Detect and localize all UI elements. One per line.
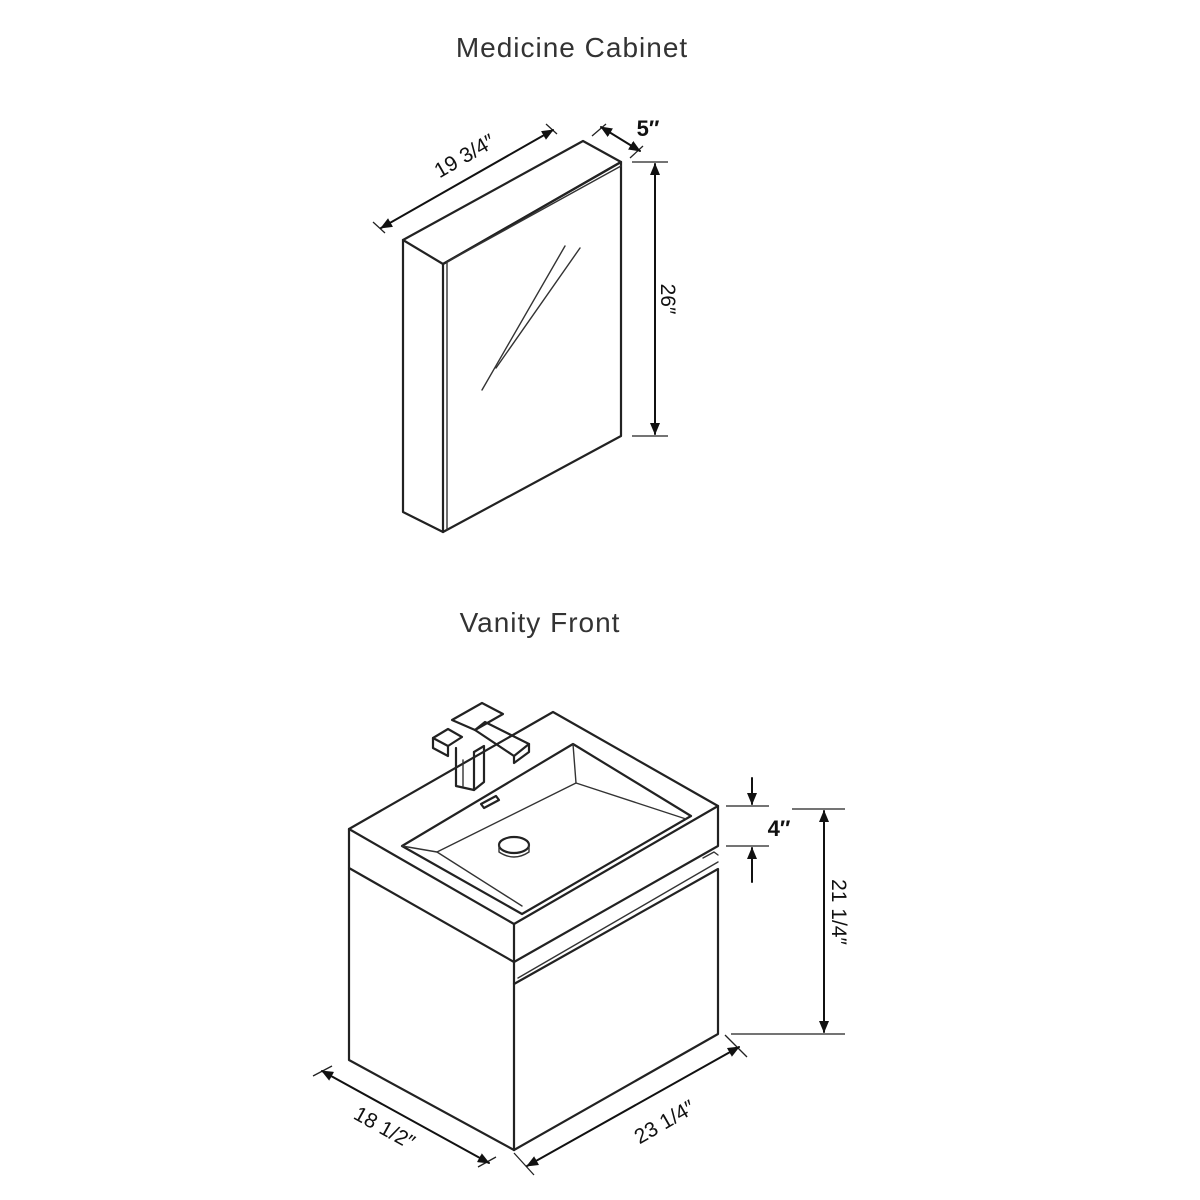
vanity-section: Vanity Front [312,607,850,1176]
vanity-depth-label: 18 1/2″ [350,1102,419,1154]
cabinet-height-label: 26″ [656,284,679,315]
cabinet-height-dimension: 26″ [632,161,679,437]
cabinet-depth-dimension-line [600,126,641,152]
vanity-height-label: 21 1/4″ [827,879,850,945]
cabinet-mirror-door [441,160,623,534]
cabinet-top-inner-edge [446,165,622,263]
vanity-countertop-top [347,710,720,926]
vanity-width-label: 23 1/4″ [630,1096,699,1149]
vanity-countertop-right-face [512,804,720,964]
sink-basin-floor-edge [575,782,687,820]
cabinet-width-dimension-line [380,129,554,229]
medicine-cabinet-section: Medicine Cabinet 19 3/4″ 5″ [372,32,688,534]
vanity-title: Vanity Front [460,607,621,638]
cabinet-depth-dimension: 5″ [591,116,660,159]
vanity-width-dimension-line [526,1046,740,1167]
overflow-icon [479,794,501,810]
vanity-top-thickness-label: 4″ [768,816,791,841]
vanity-width-dimension: 23 1/4″ [513,1034,748,1176]
mirror-reflection-line [495,247,581,369]
vanity-height-dimension: 21 1/4″ [731,808,850,1035]
vanity-body [347,701,720,1152]
medicine-cabinet-body [401,139,623,534]
vanity-depth-dimension: 18 1/2″ [312,1065,497,1168]
mirror-reflection-line [481,245,566,391]
vanity-drawer-pull [702,851,719,859]
vanity-depth-dimension-line [321,1070,490,1164]
sink-basin-outline [400,742,693,916]
cabinet-depth-label: 5″ [637,116,660,141]
faucet-icon [431,701,531,792]
sink-basin-floor-edge [436,851,523,907]
cabinet-width-label: 19 3/4″ [430,130,499,183]
medicine-cabinet-title: Medicine Cabinet [456,32,688,63]
vanity-countertop-left-face [347,827,516,964]
sink-basin-inner [401,743,577,853]
vanity-drawer-top-edge [517,861,719,979]
drain-icon [497,835,531,858]
cabinet-front-face [401,238,445,534]
vanity-top-thickness-dimension: 4″ [726,777,791,883]
